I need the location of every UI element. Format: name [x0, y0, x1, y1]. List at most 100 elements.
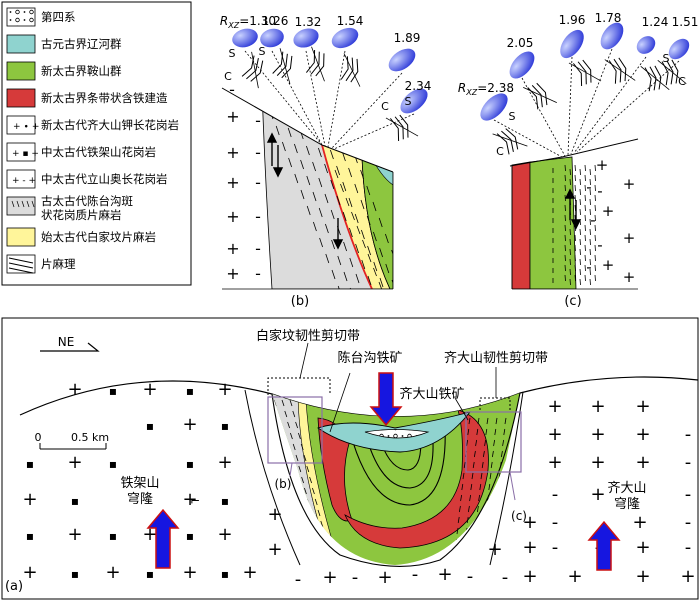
shear-arrows-b	[266, 132, 344, 250]
svg-text:+: +	[680, 566, 695, 587]
baijiafen-shear-zone-label: 白家坟韧性剪切带	[256, 328, 360, 344]
svg-text:+: +	[226, 143, 239, 162]
legend-label-chentaigou: 古太古代陈台沟斑	[41, 194, 133, 208]
svg-text:+: +	[182, 562, 197, 583]
svg-text:+: +	[602, 202, 615, 220]
legend-swatch-quaternary	[6, 7, 36, 27]
rxz-value: 2.34	[405, 79, 432, 93]
svg-text:+: +	[635, 452, 650, 473]
legend-label-lishan_granite: 中太古代立山奥长花岗岩	[41, 172, 168, 186]
svg-text:+: +	[22, 489, 37, 510]
svg-text:▪: ▪	[109, 384, 117, 398]
cEllipses-strain-ellipse	[636, 36, 656, 54]
svg-text:+: +	[522, 512, 537, 533]
svg-text:+: +	[22, 562, 37, 583]
svg-text:▪: ▪	[109, 529, 117, 543]
bEllipses-strain-ellipse	[331, 27, 359, 49]
svg-text:+: +	[267, 539, 282, 560]
legend-swatch-qidashan_granite	[6, 115, 36, 135]
legend-swatch-bif	[6, 88, 36, 108]
svg-text:-: -	[412, 564, 419, 585]
north-east-arrow	[40, 342, 100, 352]
legend-swatch-tiejiashan_granite	[6, 142, 36, 162]
svg-text:▪: ▪	[221, 567, 229, 581]
rxz-label: RXZ=2.38	[458, 81, 514, 97]
rxz-value: 1.96	[559, 13, 586, 27]
svg-text:+: +	[522, 537, 537, 558]
svg-text:+: +	[487, 539, 502, 560]
svg-text:+: +	[217, 452, 232, 473]
svg-text:-: -	[255, 239, 261, 258]
svg-text:0.5 km: 0.5 km	[71, 431, 109, 444]
svg-text:S: S	[259, 45, 266, 58]
svg-text:+: +	[322, 567, 337, 588]
svg-text:+: +	[635, 396, 650, 417]
svg-text:-: -	[229, 80, 235, 99]
panel-a: +▪+▪+▪+▪▪+▪▪++▪+▪▪+▪+▪++▪+▪+▪++++++-+++-…	[1, 317, 699, 600]
svg-text:S: S	[229, 47, 236, 60]
svg-text:▪: ▪	[186, 529, 194, 543]
svg-text:C: C	[224, 70, 232, 83]
svg-text:-: -	[685, 484, 692, 505]
svg-text:▪: ▪	[71, 494, 79, 508]
tiejiashan-dome-label-1: 铁架山	[120, 476, 159, 491]
cEllipses-strain-ellipse	[480, 93, 508, 121]
svg-text:C: C	[381, 100, 389, 113]
svg-text:+: +	[142, 524, 157, 545]
legend-item-quaternary: 第四系	[6, 7, 76, 27]
svg-text:+: +	[623, 175, 636, 193]
legend-swatch-chentaigou	[6, 196, 36, 216]
legend-item-liaohe: 古元古界辽河群	[6, 34, 122, 54]
svg-text:+ ∙ +: + ∙ +	[13, 122, 39, 132]
qidashan-shear-zone-label: 齐大山韧性剪切带	[444, 350, 548, 366]
svg-text:▪: ▪	[146, 567, 154, 581]
inset-box-b	[267, 396, 323, 464]
svg-text:C: C	[496, 145, 504, 158]
svg-text:-: -	[255, 264, 261, 283]
svg-text:+ ▪ +: + ▪ +	[12, 149, 39, 159]
svg-text:+: +	[182, 414, 197, 435]
svg-text:+: +	[226, 207, 239, 226]
rxz-value: 2.05	[507, 36, 534, 50]
svg-text:+: +	[217, 379, 232, 400]
svg-text:▪: ▪	[26, 529, 34, 543]
stress-arrow	[369, 372, 403, 427]
legend-label-quaternary: 第四系	[41, 10, 76, 24]
svg-text:+: +	[226, 264, 239, 283]
cEllipses-strain-ellipse	[600, 22, 624, 50]
stress-arrow	[146, 508, 180, 569]
svg-text:▪: ▪	[186, 384, 194, 398]
svg-text:+: +	[635, 566, 650, 587]
granite-symbols-a: +▪+▪+▪+▪▪+▪▪++▪+▪▪+▪+▪++▪+▪+▪++++++-+++-…	[22, 379, 695, 590]
svg-text:+: +	[67, 379, 82, 400]
cEllipses-strain-ellipse	[668, 38, 690, 60]
svg-text:-: -	[255, 207, 261, 226]
svg-text:-: -	[597, 182, 602, 200]
svg-text:+: +	[182, 489, 197, 510]
svg-text:-: -	[502, 567, 509, 588]
rxz-value: 1.78	[595, 11, 622, 25]
inset-b-label: (b)	[275, 477, 292, 491]
bEllipses-strain-ellipse	[232, 28, 258, 48]
svg-text:-: -	[255, 173, 261, 192]
svg-text:▪: ▪	[26, 457, 34, 471]
bEllipses-strain-ellipse	[400, 88, 428, 114]
svg-text:+: +	[635, 537, 650, 558]
inset-c-label: (c)	[511, 509, 527, 523]
svg-text:+: +	[142, 379, 157, 400]
svg-text:-: -	[255, 111, 261, 130]
svg-text:-: -	[685, 452, 692, 473]
svg-text:▪: ▪	[71, 567, 79, 581]
legend-item-bif: 新太古界条带状含铁建造	[6, 88, 168, 108]
legend-label-liaohe: 古元古界辽河群	[41, 37, 122, 51]
bEllipses-strain-ellipse	[260, 28, 284, 48]
svg-text:+: +	[623, 268, 636, 286]
legend-item-baijiafen: 始太古代白家坟片麻岩	[6, 227, 156, 247]
svg-text:+: +	[226, 173, 239, 192]
svg-text:▪: ▪	[221, 494, 229, 508]
svg-text:-: -	[685, 424, 692, 445]
anshan-group-b	[361, 156, 393, 289]
